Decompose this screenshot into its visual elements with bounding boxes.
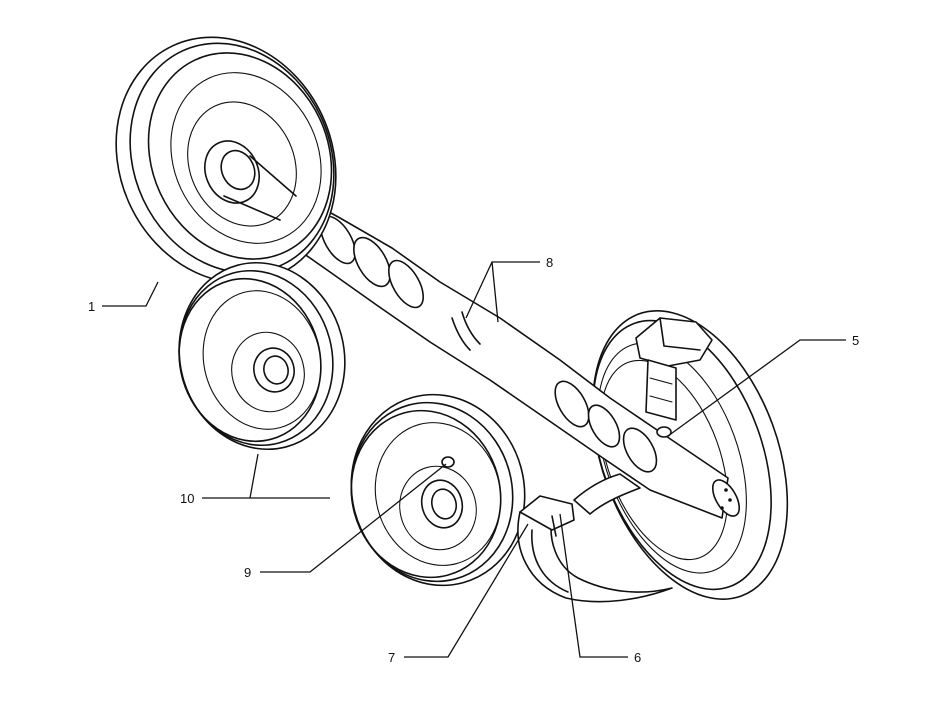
- callout-1-label: 1: [88, 299, 95, 314]
- callout-9-label: 9: [244, 565, 251, 580]
- callout-6-label: 6: [634, 650, 641, 665]
- callout-leaders: [102, 261, 846, 658]
- callout-5-label: 5: [852, 333, 859, 348]
- bearing-cap-upper: [635, 317, 713, 421]
- callout-7-label: 7: [388, 650, 395, 665]
- spare-wheel-lower: [350, 393, 526, 587]
- callout-10-label: 10: [180, 491, 194, 506]
- callout-8-label: 8: [546, 255, 553, 270]
- spare-wheel-upper: [178, 261, 346, 451]
- callout-labels: 1 5 6 7 8 9 10: [88, 255, 859, 665]
- left-wheel: [115, 36, 337, 284]
- bearing-cap-lower: [517, 473, 673, 603]
